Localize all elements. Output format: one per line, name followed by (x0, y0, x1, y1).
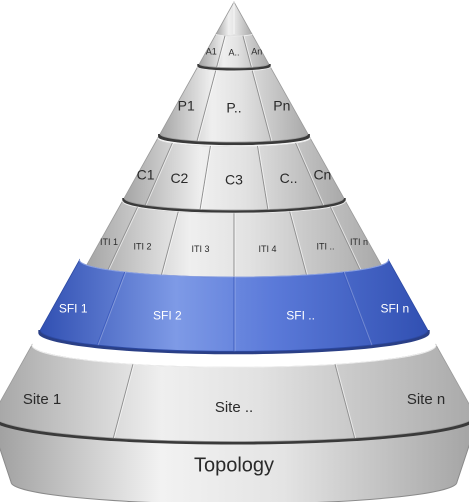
segment-label-iti-3: ITI 3 (191, 244, 209, 254)
segment-divider-highlight-iti (160, 211, 180, 280)
segment-label-iti-2: ITI 2 (133, 242, 151, 252)
segment-divider-iti (159, 211, 179, 280)
segment-label-iti-4: ITI 4 (258, 244, 276, 254)
segment-divider-highlight-iti (290, 211, 310, 280)
segment-divider-iti (289, 211, 309, 280)
segment-divider-sfi (342, 271, 372, 346)
segment-divider-highlight-a (217, 35, 227, 68)
tier-band-site (0, 343, 469, 442)
segment-label-c-4: C.. (280, 170, 298, 186)
segment-divider-highlight-sfi (97, 271, 127, 346)
segment-label-site-3: Site n (407, 391, 445, 408)
segment-label-sfi-2: SFI 2 (153, 309, 182, 323)
segment-divider-c (144, 142, 173, 206)
segment-label-iti-6: ITI n (350, 237, 368, 247)
segment-divider-highlight-p (252, 70, 273, 142)
segment-divider-p (196, 70, 217, 142)
segment-label-a-2: A.. (228, 47, 239, 57)
tier-rim-sfi (79, 259, 389, 278)
segment-label-c-3: C3 (225, 171, 243, 187)
segment-divider-c (295, 142, 324, 206)
segment-divider-highlight-sfi (343, 271, 373, 346)
tier-rim-p (197, 66, 271, 72)
segment-divider-c (199, 145, 211, 210)
segment-divider-highlight-iti (106, 206, 139, 274)
segment-label-iti-1: ITI 1 (100, 237, 118, 247)
tier-rim-c (157, 137, 311, 147)
segment-divider-highlight-c (296, 142, 325, 206)
segment-label-site-1: Site 1 (23, 391, 61, 408)
segment-label-p-2: P.. (226, 100, 241, 116)
segment-divider-sfi (96, 271, 126, 346)
segment-divider-highlight-p (197, 70, 218, 142)
tier-rim-site (31, 344, 437, 368)
segment-divider-a (242, 35, 252, 68)
segment-label-sfi-3: SFI .. (286, 309, 315, 323)
segment-divider-iti (105, 206, 138, 274)
segment-label-sfi-4: SFI n (380, 302, 409, 316)
segment-divider-highlight-iti (331, 206, 364, 274)
segment-label-site-2: Site .. (215, 399, 253, 416)
segment-divider-site (334, 364, 356, 439)
segment-divider-a (216, 35, 226, 68)
segment-divider-c (257, 145, 269, 210)
segment-label-c-2: C2 (170, 170, 188, 186)
segment-divider-highlight-a (243, 35, 253, 68)
segment-label-c-5: Cn (313, 166, 331, 182)
segment-label-sfi-1: SFI 1 (59, 302, 88, 316)
segment-divider-highlight-c (145, 142, 174, 206)
segment-label-a-3: An (251, 46, 262, 56)
segment-label-p-3: Pn (273, 97, 290, 113)
segment-divider-iti (330, 206, 363, 274)
base-label: Topology (194, 454, 274, 476)
segment-label-a-1: A1 (206, 46, 217, 56)
segment-divider-site (112, 364, 134, 439)
segment-divider-highlight-site (335, 364, 357, 439)
segment-label-iti-5: ITI .. (317, 242, 335, 252)
tier-rim-a (215, 33, 253, 37)
segment-divider-p (251, 70, 272, 142)
segment-label-c-1: C1 (137, 166, 155, 182)
segment-label-p-1: P1 (178, 97, 195, 113)
segment-divider-highlight-c (200, 145, 212, 210)
segment-divider-highlight-c (258, 145, 270, 210)
segment-divider-highlight-site (113, 364, 135, 439)
